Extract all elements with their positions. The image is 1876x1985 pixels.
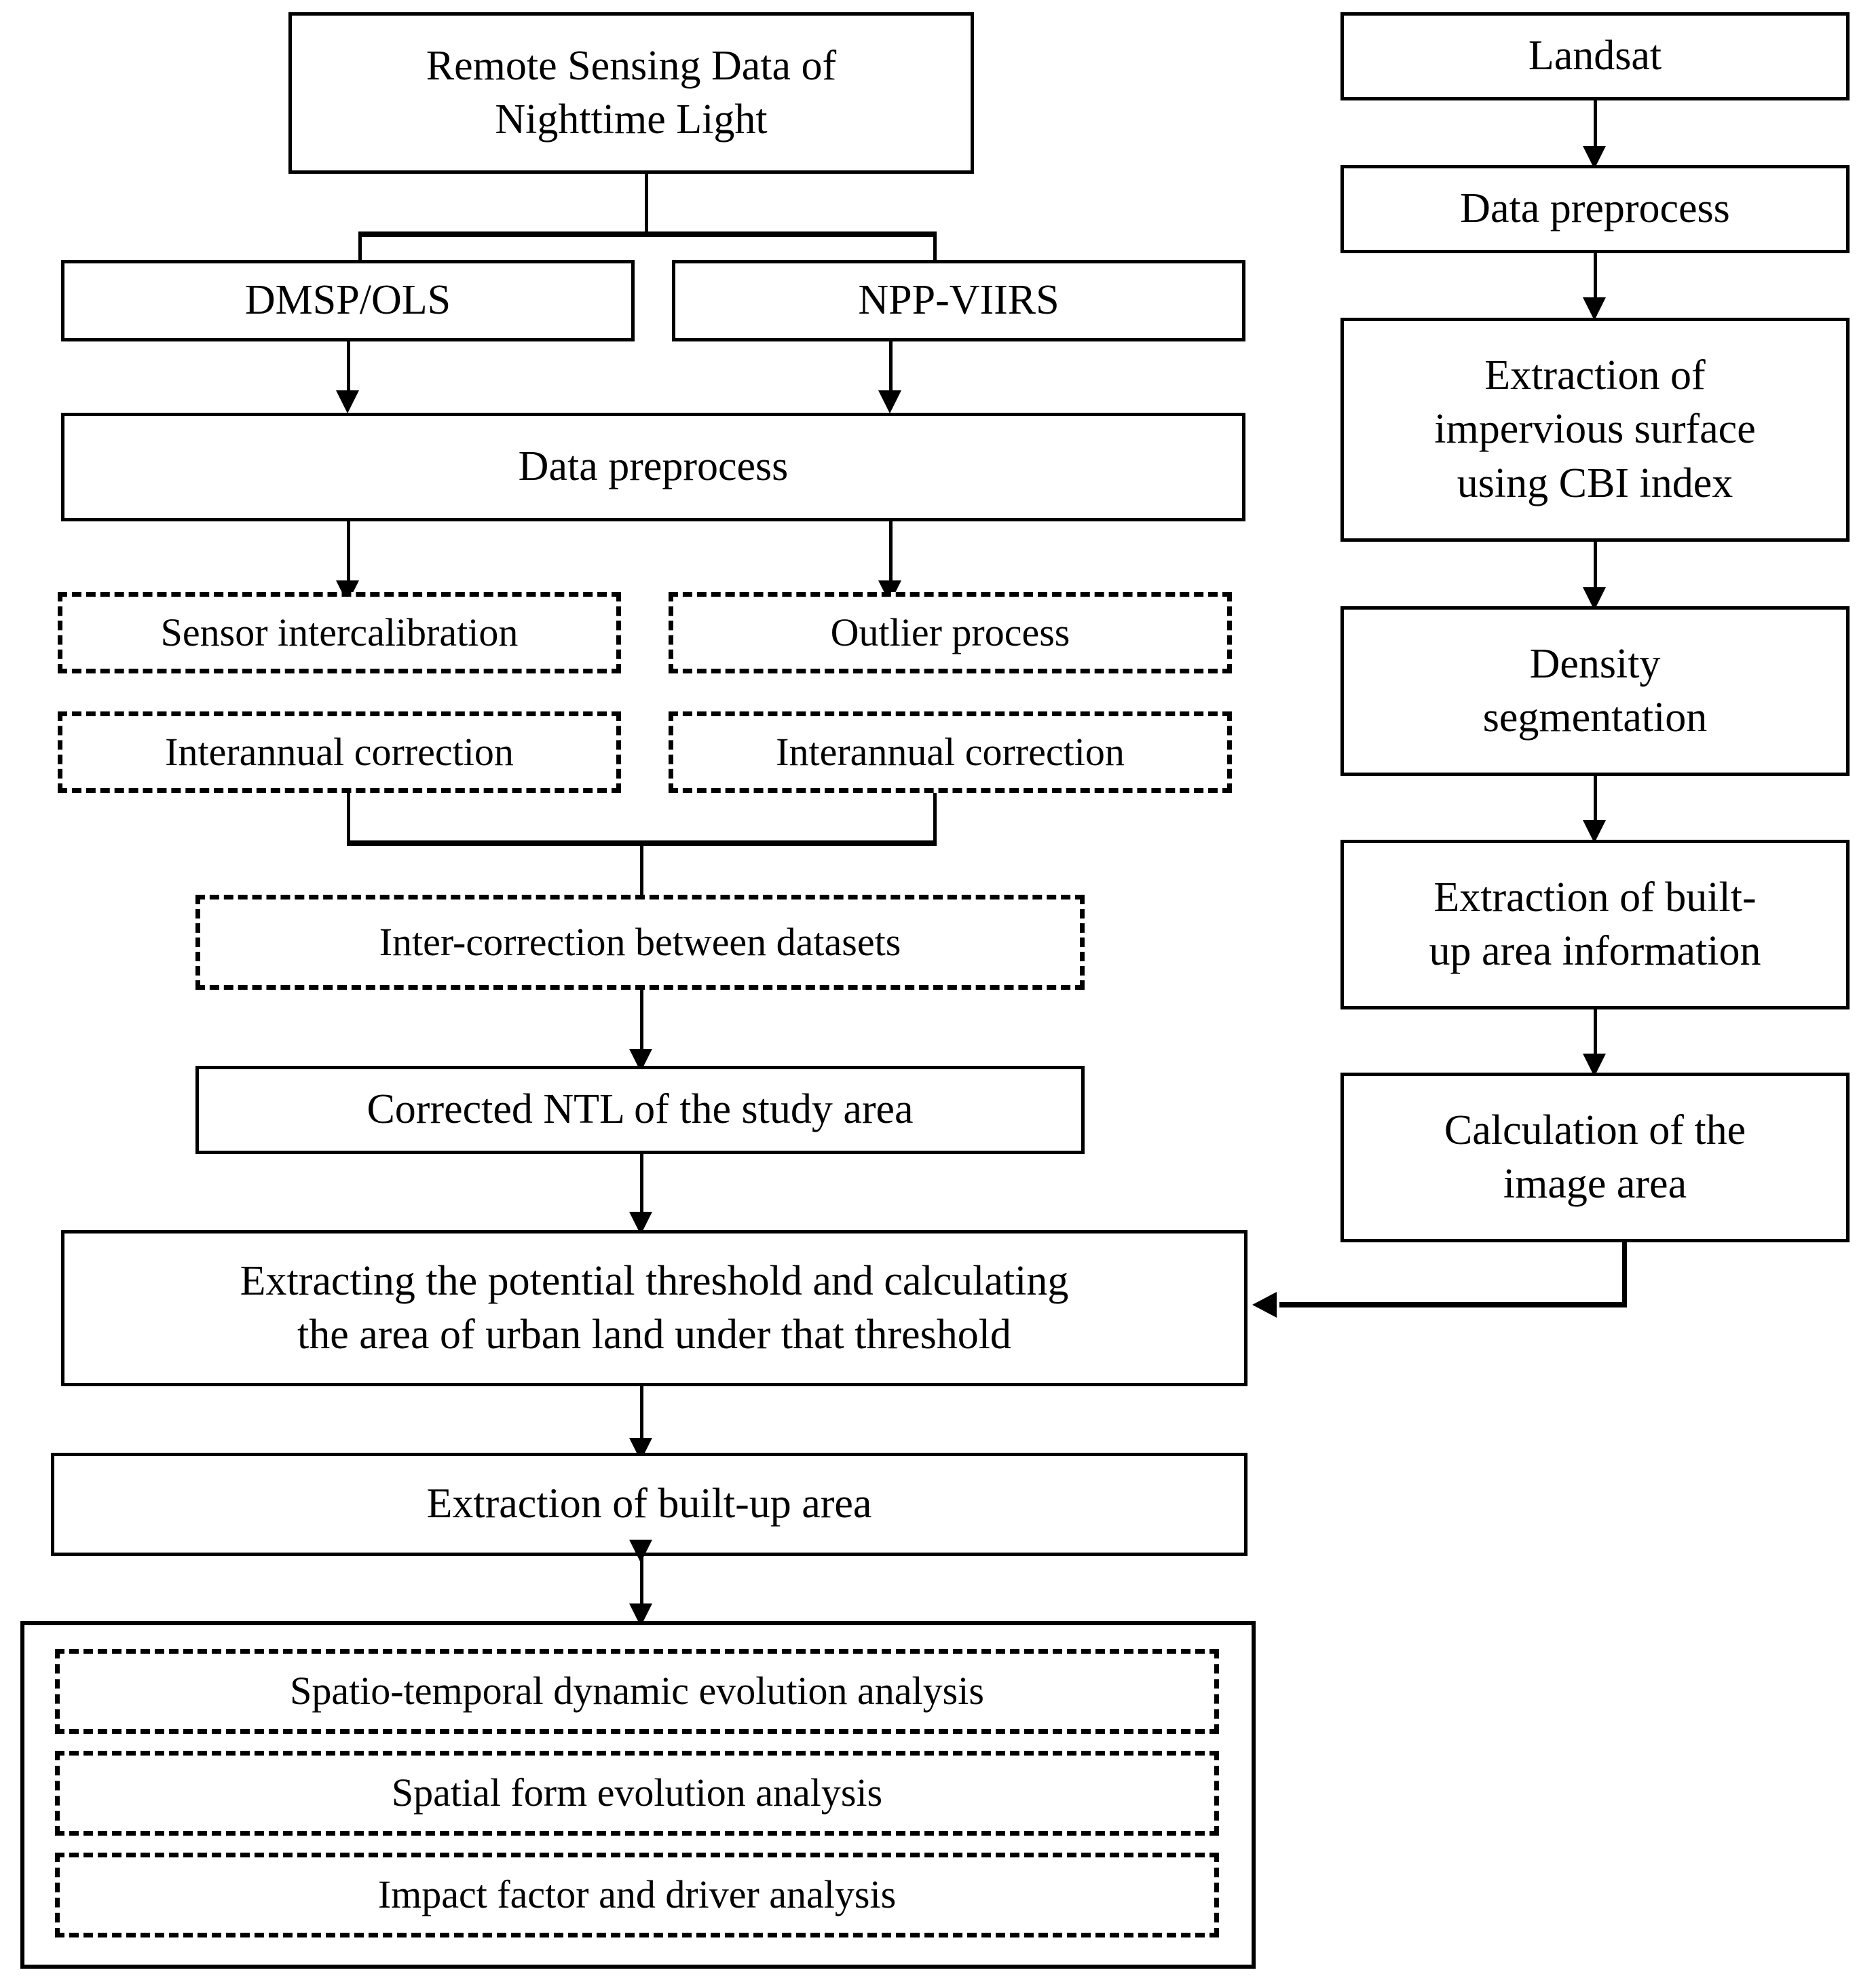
connector-preprocess-to-sensor	[347, 521, 350, 593]
connector-merge-to-intercorrection	[640, 840, 643, 898]
arrow-density-to-builtup-info	[1583, 820, 1606, 843]
connector-split-bar	[358, 231, 935, 237]
node-analysis-item-2: Impact factor and driver analysis	[55, 1853, 1219, 1937]
node-interannual-correction-right: Interannual correction	[669, 711, 1232, 793]
connector-merge-right-leg	[933, 793, 937, 842]
node-label: Corrected NTL of the study area	[367, 1086, 914, 1133]
node-analysis-item-0: Spatio-temporal dynamic evolution analys…	[55, 1649, 1219, 1734]
connector-source-to-split	[645, 174, 648, 234]
node-label: Extraction of built-up area	[426, 1481, 872, 1527]
node-label: DMSP/OLS	[244, 277, 451, 324]
node-extraction-of-builtup-area: Extraction of built-up area	[51, 1453, 1247, 1556]
node-label: NPP-VIIRS	[858, 277, 1059, 324]
connector-builtup-info-to-image-area	[1594, 1009, 1597, 1071]
connector-preprocess-to-outlier	[889, 521, 893, 593]
arrow-preprocess-to-impervious	[1583, 297, 1606, 320]
connector-image-area-elbow-horizontal	[1279, 1302, 1627, 1307]
node-outlier-process: Outlier process	[669, 592, 1232, 673]
connector-impervious-to-density	[1594, 542, 1597, 604]
node-label: Inter-correction between datasets	[379, 919, 901, 964]
node-corrected-ntl: Corrected NTL of the study area	[195, 1066, 1085, 1154]
connector-split-right-leg	[933, 231, 937, 261]
node-label: Spatial form evolution analysis	[391, 1770, 883, 1815]
arrow-builtup-to-analysis-hidden	[629, 1540, 652, 1563]
connector-ntl-to-threshold	[640, 1154, 643, 1229]
node-calculation-image-area: Calculation of the image area	[1340, 1073, 1850, 1242]
node-label: Extraction of impervious surface using C…	[1434, 352, 1756, 506]
connector-builtup-to-analysis	[640, 1556, 643, 1617]
node-sensor-intercalibration: Sensor intercalibration	[58, 592, 621, 673]
connector-npp-to-preprocess	[889, 341, 893, 396]
node-interannual-correction-left: Interannual correction	[58, 711, 621, 793]
node-label: Extracting the potential threshold and c…	[240, 1257, 1069, 1358]
node-label: Remote Sensing Data of Nighttime Light	[426, 42, 837, 143]
node-label: Interannual correction	[776, 729, 1125, 774]
node-label: Outlier process	[830, 610, 1070, 654]
node-label: Impact factor and driver analysis	[377, 1872, 897, 1917]
node-right-data-preprocess: Data preprocess	[1340, 165, 1850, 253]
node-impervious-surface-extraction: Extraction of impervious surface using C…	[1340, 318, 1850, 542]
node-analysis-item-1: Spatial form evolution analysis	[55, 1751, 1219, 1836]
analysis-container: Spatio-temporal dynamic evolution analys…	[20, 1621, 1256, 1969]
arrow-dmsp-to-preprocess	[336, 390, 359, 413]
node-label: Data preprocess	[518, 443, 789, 490]
node-label: Calculation of the image area	[1444, 1107, 1746, 1207]
node-label: Sensor intercalibration	[160, 610, 519, 654]
connector-landsat-to-preprocess	[1594, 100, 1597, 163]
node-density-segmentation: Density segmentation	[1340, 606, 1850, 776]
node-npp-viirs: NPP-VIIRS	[672, 260, 1245, 341]
connector-dmsp-to-preprocess	[347, 341, 350, 396]
node-builtup-area-information: Extraction of built- up area information	[1340, 840, 1850, 1009]
node-inter-correction-between-datasets: Inter-correction between datasets	[195, 895, 1085, 990]
node-label: Spatio-temporal dynamic evolution analys…	[290, 1669, 984, 1713]
node-dmsp-ols: DMSP/OLS	[61, 260, 635, 341]
node-label: Data preprocess	[1460, 185, 1730, 232]
node-label: Density segmentation	[1482, 640, 1708, 741]
connector-intercorrection-to-ntl	[640, 990, 643, 1064]
connector-threshold-to-builtup	[640, 1386, 643, 1454]
arrow-image-area-to-threshold	[1252, 1292, 1277, 1318]
connector-split-left-leg	[358, 231, 362, 261]
node-threshold-extraction: Extracting the potential threshold and c…	[61, 1230, 1247, 1386]
arrow-npp-to-preprocess	[878, 390, 901, 413]
connector-image-area-elbow-vertical	[1622, 1242, 1627, 1307]
connector-preprocess-to-impervious	[1594, 253, 1597, 316]
node-label: Landsat	[1528, 33, 1662, 79]
connector-density-to-builtup-info	[1594, 776, 1597, 837]
node-remote-sensing-source: Remote Sensing Data of Nighttime Light	[288, 12, 974, 174]
node-label: Interannual correction	[165, 729, 514, 774]
node-left-data-preprocess: Data preprocess	[61, 413, 1245, 521]
node-landsat-source: Landsat	[1340, 12, 1850, 100]
node-label: Extraction of built- up area information	[1429, 874, 1761, 974]
connector-merge-left-leg	[347, 793, 350, 842]
